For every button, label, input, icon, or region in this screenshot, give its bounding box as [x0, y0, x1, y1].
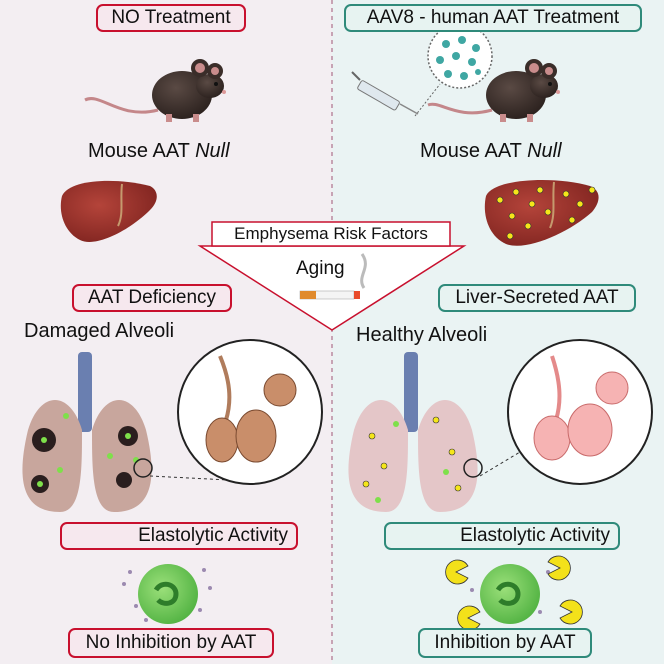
mouse-icon-left — [84, 59, 226, 122]
elastolytic-activity-box-right: Elastolytic Activity — [384, 522, 620, 550]
neutrophil-icon-left — [122, 564, 212, 624]
alveoli-magnified-right — [507, 339, 653, 485]
syringe-icon — [351, 71, 419, 115]
liver-secreted-aat-box: Liver-Secreted AAT — [438, 284, 636, 312]
lungs-icon-right — [348, 352, 521, 512]
header-no-treatment: NO Treatment — [96, 4, 246, 32]
cigarette-icon — [299, 253, 367, 300]
mouse-label-left: Mouse AAT Null — [88, 140, 230, 162]
risk-factor-triangle — [197, 221, 467, 331]
mouse-icon-right — [427, 59, 560, 122]
healthy-alveoli-title: Healthy Alveoli — [356, 324, 488, 346]
mouse-label-right: Mouse AAT Null — [420, 140, 562, 162]
liver-icon-left — [60, 180, 157, 242]
inhibition-box: Inhibition by AAT — [418, 628, 592, 658]
lungs-icon-left — [22, 352, 249, 512]
elastolytic-activity-box-left: Elastolytic Activity — [60, 522, 298, 550]
aat-deficiency-box: AAT Deficiency — [72, 284, 232, 312]
aat-pacman-icons — [445, 555, 583, 631]
alveoli-magnified-left — [177, 339, 323, 485]
header-aav8-treatment: AAV8 - human AAT Treatment — [344, 4, 642, 32]
risk-factors-title: Emphysema Risk Factors — [234, 224, 428, 243]
liver-icon-right — [484, 180, 599, 246]
damaged-alveoli-title: Damaged Alveoli — [24, 320, 175, 342]
virus-circle-icon — [414, 23, 493, 117]
no-inhibition-box: No Inhibition by AAT — [68, 628, 274, 658]
neutrophil-icon-right — [470, 564, 550, 624]
aging-label: Aging — [296, 258, 345, 279]
